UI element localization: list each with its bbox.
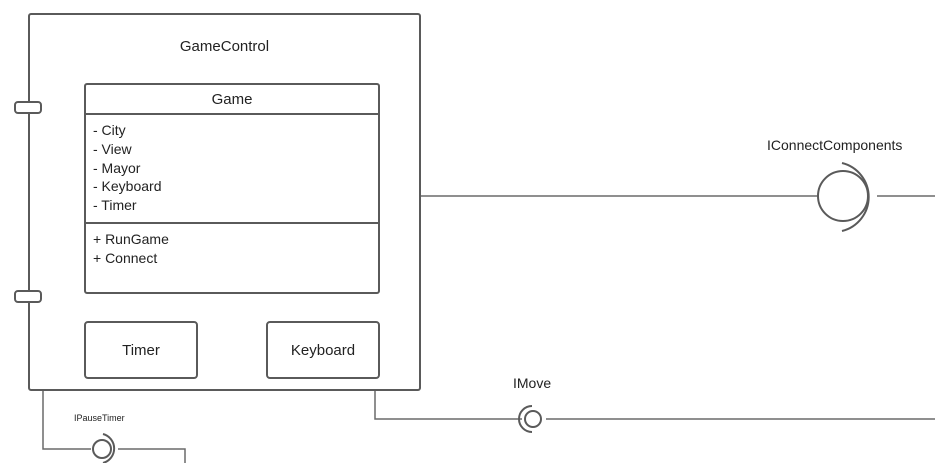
timer-box[interactable]: Timer <box>84 321 198 379</box>
class-operations: + RunGame + Connect <box>93 230 169 268</box>
pause-wire-out <box>118 448 186 463</box>
attribute-item: - Timer <box>93 197 137 214</box>
attribute-item: - City <box>93 122 126 138</box>
attribute-item: - Mayor <box>93 159 141 176</box>
operation-item: + Connect <box>93 249 158 266</box>
attribute-item: - Keyboard <box>93 178 162 195</box>
imove-ball <box>524 410 542 428</box>
operation-item: + RunGame <box>93 231 169 247</box>
imove-label: IMove <box>513 375 552 391</box>
game-class-box[interactable]: Game - City - View - Mayor - Keyboard - … <box>84 83 380 294</box>
ipause-ball <box>92 439 112 459</box>
class-divider-bottom <box>86 222 378 224</box>
class-divider-top <box>86 113 378 115</box>
iconnect-label: IConnectComponents <box>767 137 903 153</box>
iconnect-socket <box>841 162 870 232</box>
component-port-top[interactable] <box>14 101 42 114</box>
move-wire <box>374 391 522 420</box>
ipause-socket <box>102 433 116 463</box>
pause-wire <box>42 391 91 450</box>
ipause-label: IPauseTimer <box>74 413 125 423</box>
imove-socket <box>518 405 533 433</box>
component-title: GameControl <box>179 38 270 55</box>
keyboard-box[interactable]: Keyboard <box>266 321 380 379</box>
keyboard-label: Keyboard <box>290 341 356 359</box>
component-port-bottom[interactable] <box>14 290 42 303</box>
class-attributes: - City - View - Mayor - Keyboard - Timer <box>93 121 161 215</box>
iconnect-ball <box>817 170 869 222</box>
timer-label: Timer <box>122 341 160 359</box>
attribute-item: - View <box>93 140 132 157</box>
class-name: Game <box>211 91 253 108</box>
